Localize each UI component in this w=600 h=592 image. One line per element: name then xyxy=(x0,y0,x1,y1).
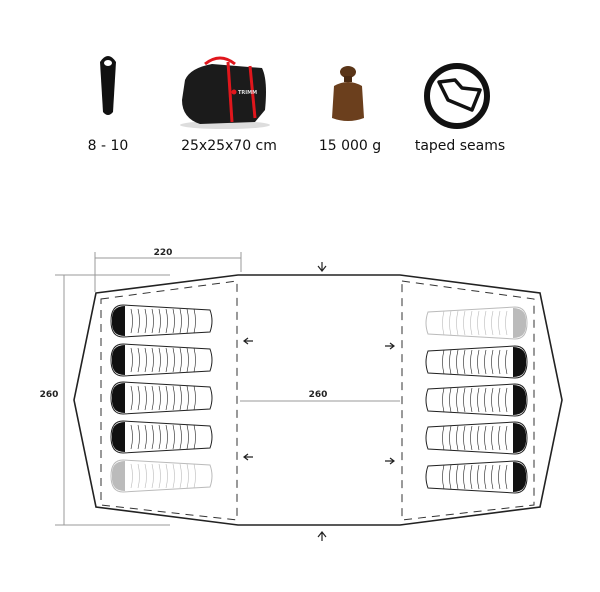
tent-outline xyxy=(73,274,563,526)
sleeper-head xyxy=(513,308,527,338)
sleeping-bag-icon xyxy=(100,56,116,115)
weight-label: 15 000 g xyxy=(318,138,382,154)
sleeping-bag xyxy=(425,306,528,340)
width-dimension-label: 220 xyxy=(154,248,173,258)
sleeping-bag xyxy=(425,421,528,455)
sleeper-head xyxy=(513,385,527,415)
left-inner-room xyxy=(100,280,238,521)
sleeping-bag xyxy=(110,381,213,415)
dimension-lines xyxy=(55,252,400,526)
sleeper-head xyxy=(111,345,125,375)
right-inner-room xyxy=(401,280,535,521)
sleeping-bag xyxy=(425,345,528,379)
sleeping-bag xyxy=(110,343,213,377)
sleeping-bag xyxy=(425,383,528,417)
sleeper-head xyxy=(111,422,125,452)
sleeping-bag xyxy=(110,420,213,454)
taped-seams-icon xyxy=(424,63,490,129)
taped-seams-label: taped seams xyxy=(414,138,506,154)
weight-icon xyxy=(332,66,364,121)
carry-bag-icon: TRIMM xyxy=(180,56,270,129)
depth-dimension-label: 260 xyxy=(40,390,59,400)
sleeper-head xyxy=(111,461,125,491)
center-dimension-label: 260 xyxy=(309,390,328,400)
sleeper-head xyxy=(111,306,125,336)
sleeping-bag xyxy=(425,460,528,494)
capacity-label: 8 - 10 xyxy=(87,138,129,154)
sleeping-bag xyxy=(110,459,213,493)
sleeper-head xyxy=(513,423,527,453)
sleeper-head xyxy=(513,347,527,377)
entrance-arrows xyxy=(243,262,395,541)
sleeping-bag xyxy=(110,304,213,338)
sleeper-head xyxy=(111,383,125,413)
bag-brand-label: TRIMM xyxy=(238,90,257,96)
sleeper-head xyxy=(513,462,527,492)
packed-size-label: 25x25x70 cm xyxy=(181,138,277,154)
